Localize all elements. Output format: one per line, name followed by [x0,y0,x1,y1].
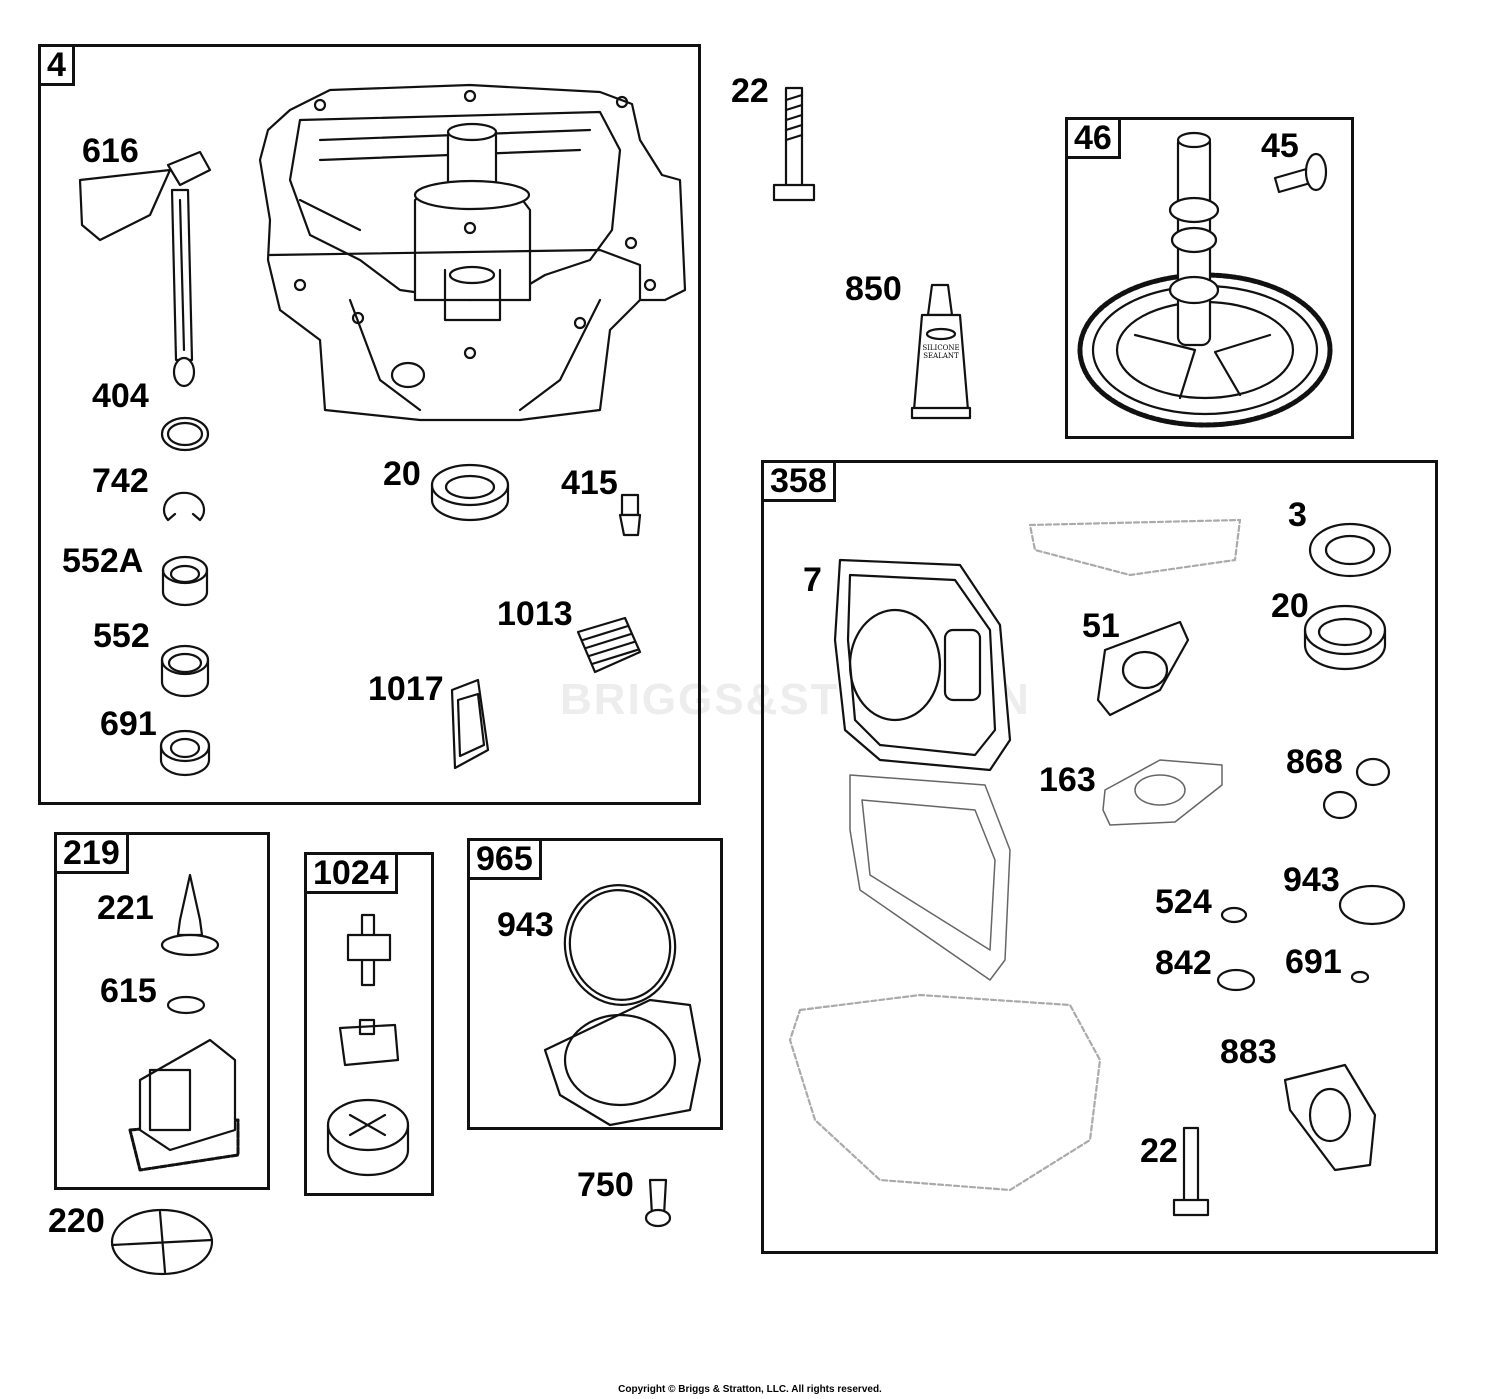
bushing-552a [161,555,209,607]
part-742-label: 742 [92,462,149,500]
part-552-label: 552 [93,617,150,655]
ring-943b [1338,884,1406,926]
part-20-label: 20 [1271,587,1309,625]
group-219-tag: 219 [57,835,129,874]
part-3-label: 3 [1288,496,1307,534]
part-22-label: 22 [731,72,769,110]
valve-cover-gasket [1028,518,1242,577]
group-1024-tag: 1024 [307,855,398,894]
part-163-label: 163 [1039,761,1096,799]
part-552a-label: 552A [62,542,144,580]
part-616-label: 616 [82,132,139,170]
clip-742 [162,491,206,522]
bolt-22a [772,86,816,202]
screen-220 [110,1208,214,1276]
base-gasket [788,993,1102,1192]
ring-404 [160,416,210,452]
ring-943a [563,884,677,1006]
copyright-notice: Copyright © Briggs & Stratton, LLC. All … [618,1384,882,1395]
part-1017-label: 1017 [368,670,444,708]
plug-415 [618,493,642,537]
ring-842 [1216,968,1256,992]
group-219-frame: 219 [54,832,270,1190]
part-415-label: 415 [561,464,618,502]
part-943-label: 943 [1283,861,1340,899]
oil-seal-20a [430,463,510,522]
intake-adapter-883 [1283,1063,1377,1172]
part-7-label: 7 [803,561,822,599]
camshaft-gear-46 [1077,131,1333,428]
group-965-tag: 965 [470,841,542,880]
group-358-tag: 358 [764,463,836,502]
retainer-1017 [450,678,490,770]
screw-750 [644,1178,672,1228]
valve-cover-gasket-lower [849,774,1011,981]
oil-seal-20b [1303,604,1387,671]
dowel-868 [1322,757,1391,820]
cylinder-head-gasket-7 [833,558,1012,772]
part-615-label: 615 [100,972,157,1010]
part-943-label: 943 [497,906,554,944]
group-46-tag: 46 [1068,120,1121,159]
sealant-label-line1: SILICONE [922,344,959,352]
part-524-label: 524 [1155,883,1212,921]
oil-pump-gear-219 [128,1038,240,1172]
gasket-51 [1096,620,1190,717]
crankcase-cover-drawing [258,83,687,422]
filter-cover-965 [543,998,702,1127]
group-4-tag: 4 [41,47,75,86]
group-1024-frame: 1024 [304,852,434,1196]
bushing-552 [160,644,210,698]
seal-691b [1350,970,1370,984]
spring-1013 [576,616,642,674]
washer-3 [1308,522,1392,578]
group-46-frame: 46 [1065,117,1354,439]
gasket-163 [1102,759,1223,826]
seal-691a [159,729,211,777]
part-404-label: 404 [92,377,149,415]
sealant-label-line2: SEALANT [923,352,959,360]
part-221-label: 221 [97,889,154,927]
part-691-label: 691 [1285,943,1342,981]
part-1013-label: 1013 [497,595,573,633]
part-850-label: 850 [845,270,902,308]
ring-524 [1220,906,1248,924]
pin-45 [1273,152,1328,194]
group-4-frame: 4 [38,44,701,805]
part-20-label: 20 [383,455,421,493]
group-965-frame: 965 [467,838,723,1130]
ring-615 [166,995,206,1015]
part-842-label: 842 [1155,944,1212,982]
part-883-label: 883 [1220,1033,1277,1071]
outer-rotor-1024 [326,1098,410,1177]
inner-rotor-1024 [338,1018,400,1067]
governor-shaft-drawing [78,150,212,388]
part-22-label: 22 [1140,1132,1178,1170]
push-pin-221 [160,873,220,957]
part-868-label: 868 [1286,743,1343,781]
part-51-label: 51 [1082,607,1120,645]
sealant-tube-850 [910,283,972,420]
shaft-1024 [346,913,392,987]
bolt-22b [1172,1126,1210,1217]
part-45-label: 45 [1261,127,1299,165]
part-750-label: 750 [577,1166,634,1204]
group-358-frame: 358 [761,460,1438,1254]
part-691-label: 691 [100,705,157,743]
part-220-label: 220 [48,1202,105,1240]
